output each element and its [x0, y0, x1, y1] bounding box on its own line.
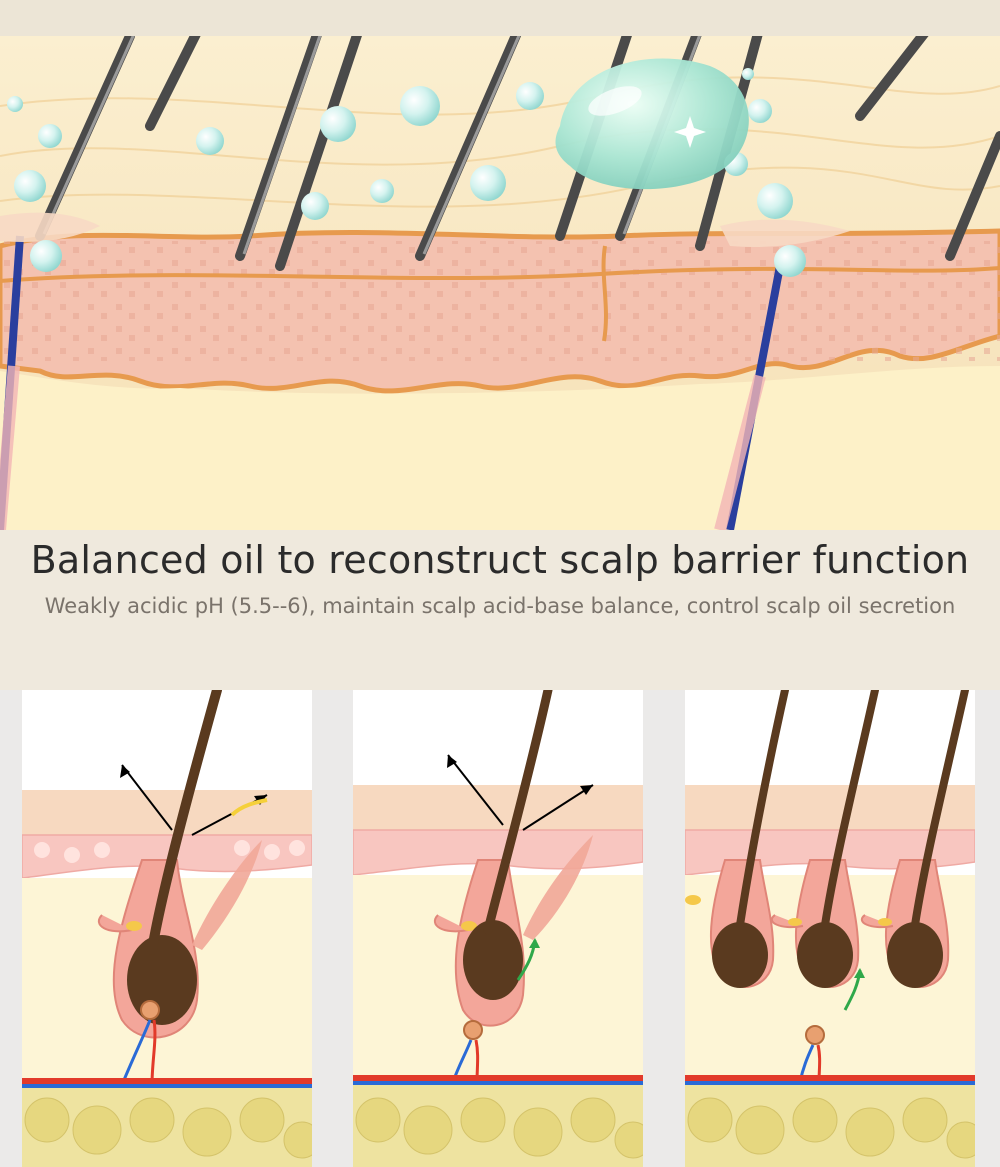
top-strip — [0, 0, 1000, 36]
headline-band: Balanced oil to reconstruct scalp barrie… — [0, 530, 1000, 690]
follicle-panel-1 — [22, 690, 312, 1167]
scalp-cross-section — [0, 36, 1000, 530]
subline: Weakly acidic pH (5.5--6), maintain scal… — [44, 594, 956, 618]
follicle-panel-2 — [353, 690, 643, 1167]
follicle-panels — [0, 690, 1000, 1167]
headline: Balanced oil to reconstruct scalp barrie… — [30, 538, 970, 582]
hair-follicle-icon — [22, 690, 312, 1167]
follicle-panel-3 — [685, 690, 975, 1167]
oil-droplet-icon — [555, 58, 749, 190]
